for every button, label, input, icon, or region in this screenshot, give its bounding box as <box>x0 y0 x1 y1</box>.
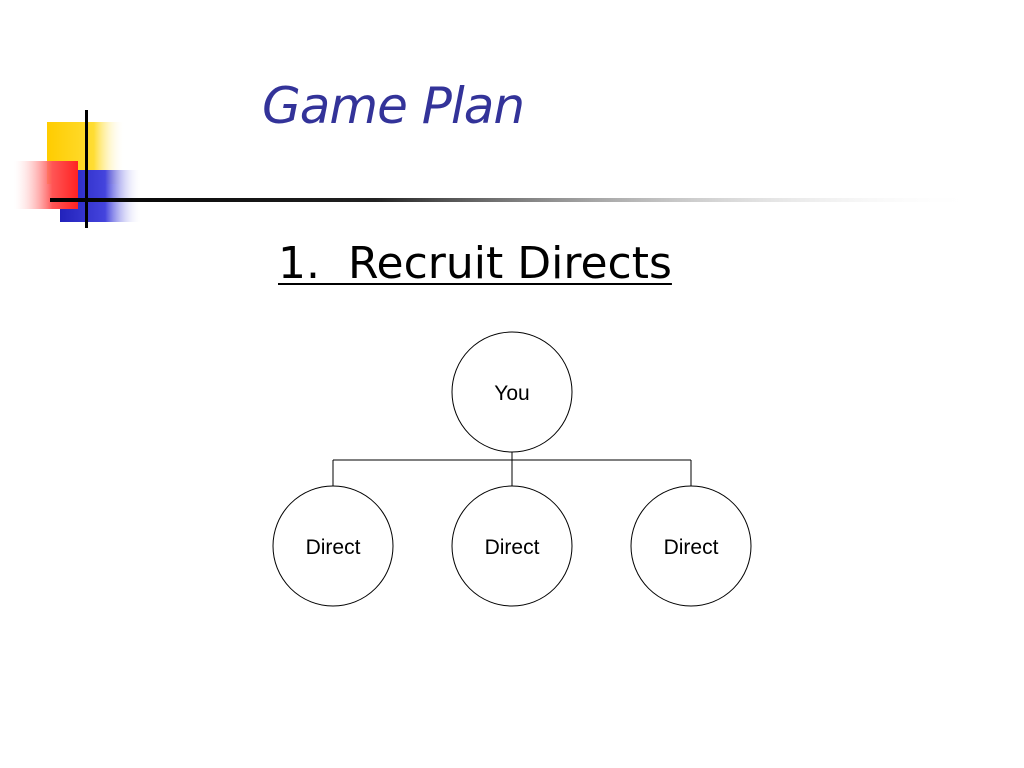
horizontal-rule <box>50 198 980 202</box>
node-child-1-circle <box>272 485 394 607</box>
node-child-3-circle <box>630 485 752 607</box>
slide-title: Game Plan <box>262 77 525 135</box>
node-child-3-label: Direct <box>664 536 719 559</box>
node-root-label: You <box>494 382 529 405</box>
node-child-1: Direct <box>272 485 394 607</box>
node-child-2-label: Direct <box>485 536 540 559</box>
connectors <box>332 452 692 486</box>
node-child-3: Direct <box>630 485 752 607</box>
slide-heading: 1. Recruit Directs <box>278 238 672 289</box>
node-root: You <box>451 331 573 453</box>
vertical-rule <box>85 110 88 228</box>
node-child-2-circle <box>451 485 573 607</box>
node-child-1-label: Direct <box>306 536 361 559</box>
node-root-circle <box>451 331 573 453</box>
node-child-2: Direct <box>451 485 573 607</box>
slide-decoration <box>14 110 980 228</box>
